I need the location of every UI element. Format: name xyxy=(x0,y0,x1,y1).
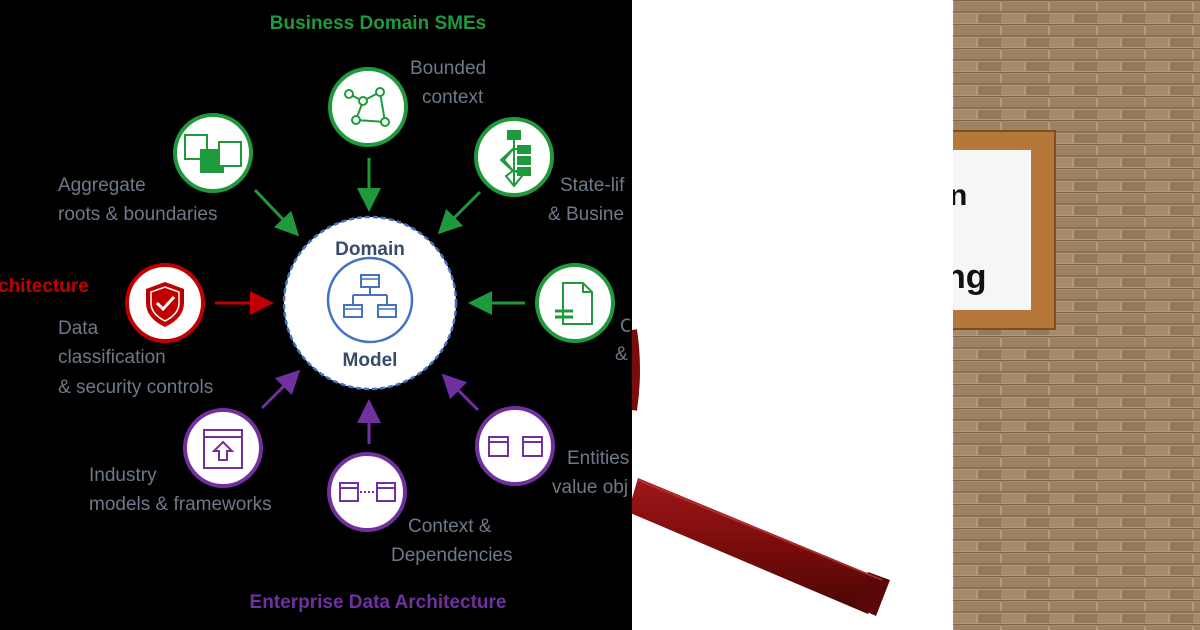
arrow-state-lifecycle xyxy=(437,190,482,235)
arrow-industry-models xyxy=(260,369,301,410)
magnifier-handle xyxy=(632,478,890,616)
shield-check-icon xyxy=(146,282,184,327)
document-icon xyxy=(555,282,593,325)
bounded-context-label: Bounded xyxy=(410,58,486,79)
svg-text:context: context xyxy=(422,87,484,108)
svg-text:& security controls: & security controls xyxy=(58,377,213,398)
package-upload-icon xyxy=(203,429,243,469)
enterprise-data-architecture-title: Enterprise Data Architecture xyxy=(250,592,507,613)
svg-text:&: & xyxy=(615,344,628,365)
bounded-context-node: Bounded context xyxy=(328,58,486,147)
windows-icon xyxy=(184,134,242,173)
arrow-aggregate-roots xyxy=(253,188,300,237)
sign-board: n ng xyxy=(953,130,1056,330)
svg-text:& Busine: & Busine xyxy=(548,204,624,225)
data-classification-node: Data classification & security controls xyxy=(58,263,213,398)
domain-model-diagram: Business Domain SMEs Enterprise Data Arc… xyxy=(0,13,630,613)
magnifying-glass-panel xyxy=(632,0,953,630)
context-dependencies-label: Context & xyxy=(408,516,492,537)
linked-boxes-icon xyxy=(339,482,396,502)
brick-wall-illustration: n ng xyxy=(953,0,1200,630)
svg-text:Dependencies: Dependencies xyxy=(391,545,512,566)
magnifier-rim xyxy=(632,329,640,411)
industry-models-label: Industry xyxy=(89,465,157,486)
entities-node: Entities value obj xyxy=(475,406,629,498)
brick-wall-panel: n ng xyxy=(953,0,1200,630)
graph-nodes-icon xyxy=(344,87,390,127)
arrow-entities xyxy=(441,373,480,412)
entities-label: Entities xyxy=(567,448,629,469)
flowchart-icon xyxy=(499,130,531,188)
sign-text-line1: n xyxy=(953,179,967,212)
domain-model-label-line1: Domain xyxy=(335,239,405,260)
domain-model-diagram-panel: Business Domain SMEs Enterprise Data Arc… xyxy=(0,13,630,613)
two-boxes-icon xyxy=(488,436,543,457)
svg-text:roots & boundaries: roots & boundaries xyxy=(58,204,218,225)
state-lifecycle-label: State-lif xyxy=(560,175,625,196)
hierarchy-icon xyxy=(326,256,414,344)
industry-models-node: Industry models & frameworks xyxy=(89,408,272,515)
business-domain-smes-title: Business Domain SMEs xyxy=(270,13,486,34)
domain-model-label-line2: Model xyxy=(343,350,398,371)
contracts-label: C xyxy=(620,316,630,337)
aggregate-roots-node: Aggregate roots & boundaries xyxy=(58,113,253,225)
aggregate-roots-label: Aggregate xyxy=(58,175,146,196)
context-dependencies-node: Context & Dependencies xyxy=(327,452,512,566)
architecture-title-partial: chitecture xyxy=(0,276,89,297)
sign-text-line2: ng xyxy=(953,258,987,296)
connector-arrows xyxy=(215,158,525,444)
contracts-node: C & xyxy=(535,263,630,365)
svg-text:models & frameworks: models & frameworks xyxy=(89,494,272,515)
svg-text:value obj: value obj xyxy=(552,477,628,498)
data-classification-label: Data xyxy=(58,318,99,339)
magnifying-glass-illustration xyxy=(632,329,890,616)
svg-text:classification: classification xyxy=(58,347,166,368)
domain-model-node: Domain Model xyxy=(282,215,458,391)
state-lifecycle-node: State-lif & Busine xyxy=(474,117,625,225)
